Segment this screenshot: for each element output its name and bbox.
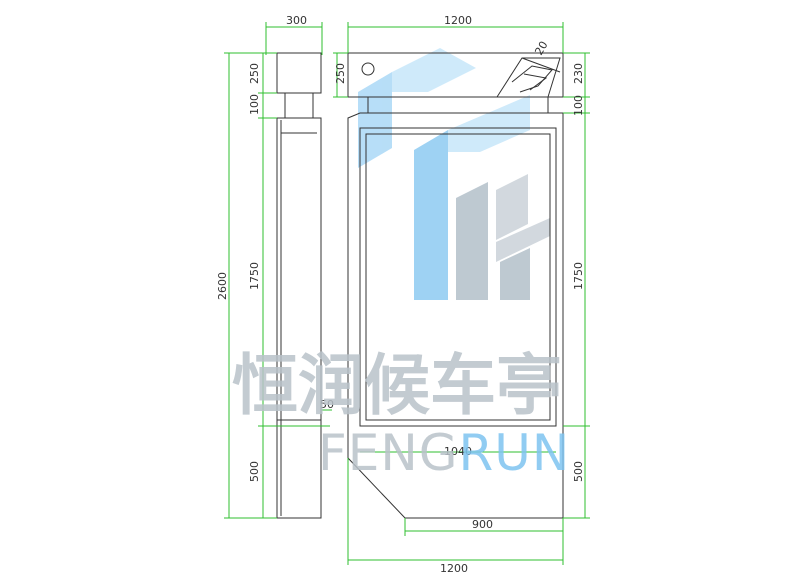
side-width-label: 300 — [286, 14, 307, 27]
front-cap-ornament — [496, 57, 561, 98]
front-top-width-label: 1200 — [444, 14, 472, 27]
front-cap-light — [361, 62, 375, 76]
front-gap-label: 100 — [572, 95, 585, 116]
logo-top-block — [392, 48, 476, 92]
logo-right-bar-3 — [496, 218, 550, 262]
front-inner-width-label: 1040 — [444, 445, 472, 458]
logo-stem — [414, 130, 448, 300]
front-overall-width-label: 1200 — [440, 562, 468, 575]
watermark-chinese: 恒润候车亭 — [232, 347, 562, 424]
watermark-english-feng: FENG — [318, 424, 459, 482]
logo-right-top — [448, 95, 530, 152]
front-cap-left-label: 250 — [334, 63, 347, 84]
side-column — [276, 117, 322, 519]
logo-right-bar-1 — [456, 182, 488, 300]
watermark-logo — [358, 48, 550, 300]
front-dimensions — [333, 22, 590, 565]
side-view — [276, 52, 322, 519]
logo-right-bar-4 — [500, 248, 530, 300]
front-corner-label: 20 — [532, 39, 550, 58]
watermark-english: FENGRUN — [318, 424, 570, 482]
front-bottom-width-label: 900 — [472, 518, 493, 531]
logo-left-block — [358, 72, 392, 168]
side-total-label: 2600 — [216, 272, 229, 300]
side-dimensions — [224, 22, 332, 519]
side-panel-label: 1750 — [248, 262, 261, 290]
watermark-english-run: RUN — [459, 424, 571, 482]
side-cap-label: 250 — [248, 63, 261, 84]
display-frame-outer — [359, 127, 557, 427]
side-offset-label: 50 — [320, 398, 334, 411]
front-base-label: 500 — [572, 461, 585, 482]
logo-right-bar-2 — [496, 174, 528, 240]
front-panel-label: 1750 — [572, 262, 585, 290]
side-base-label: 500 — [248, 461, 261, 482]
side-cap — [276, 52, 322, 94]
front-cap-right-label: 230 — [572, 63, 585, 84]
front-cap — [347, 52, 564, 98]
side-gap-label: 100 — [248, 94, 261, 115]
display-frame-inner — [365, 133, 551, 421]
